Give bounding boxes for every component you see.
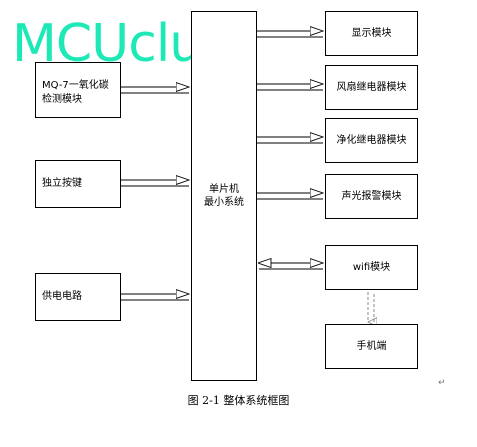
display-module-block: 显示模块 [325, 11, 418, 56]
mq7-sensor-block: MQ-7一氧化碳 检测模块 [35, 62, 121, 118]
mcu-minimum-system-block: 单片机 最小系统 [191, 11, 257, 381]
mobile-phone-label: 手机端 [356, 340, 387, 352]
alarm-module-label: 声光报警模块 [341, 190, 402, 202]
output-arrow-purify-relay [257, 137, 323, 144]
mcu-label-line2: 最小系统 [204, 197, 244, 208]
input-arrow-mq7 [121, 87, 189, 94]
output-arrow-display [257, 31, 323, 38]
bidirectional-arrow-wifi [259, 263, 323, 270]
purify-relay-module-label: 净化继电器模块 [336, 134, 407, 146]
mq7-label-line1: MQ-7一氧化碳 [42, 80, 109, 91]
output-arrow-alarm [257, 193, 323, 200]
independent-keys-block: 独立按键 [35, 160, 121, 208]
input-arrow-keys [121, 180, 189, 187]
mobile-phone-block: 手机端 [325, 324, 418, 369]
purify-relay-module-block: 净化继电器模块 [325, 118, 418, 163]
fan-relay-module-block: 风扇继电器模块 [325, 65, 418, 110]
wifi-module-block: wifi模块 [325, 245, 418, 290]
input-arrow-power [121, 294, 189, 301]
output-arrow-fan-relay [257, 84, 323, 91]
wireless-link-arrow [368, 292, 374, 322]
power-supply-block: 供电电路 [35, 273, 121, 321]
mcu-label-line1: 单片机 [209, 183, 239, 195]
power-label: 供电电路 [42, 291, 82, 303]
paragraph-return-mark: ↵ [438, 378, 446, 388]
fan-relay-module-label: 风扇继电器模块 [336, 81, 407, 93]
display-module-label: 显示模块 [351, 27, 392, 39]
alarm-module-block: 声光报警模块 [325, 174, 418, 219]
wifi-module-label: wifi模块 [352, 261, 391, 273]
mq7-label-line2: 检测模块 [42, 93, 82, 105]
figure-caption: 图 2-1 整体系统框图 [187, 394, 290, 407]
keys-label: 独立按键 [42, 178, 82, 190]
